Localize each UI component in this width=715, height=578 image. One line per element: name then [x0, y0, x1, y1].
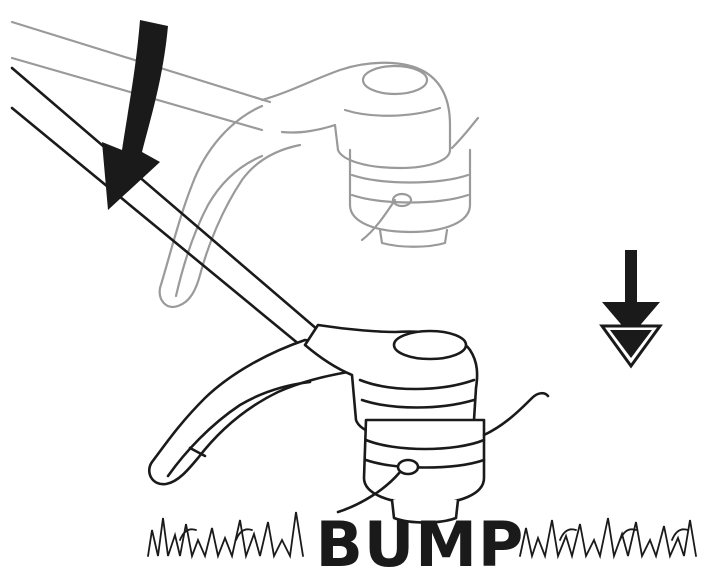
down-arrow-icon [602, 250, 660, 366]
trimmer-bump-position [12, 68, 548, 523]
motion-arrow-icon [102, 20, 168, 210]
bump-label: BUMP [316, 508, 525, 578]
